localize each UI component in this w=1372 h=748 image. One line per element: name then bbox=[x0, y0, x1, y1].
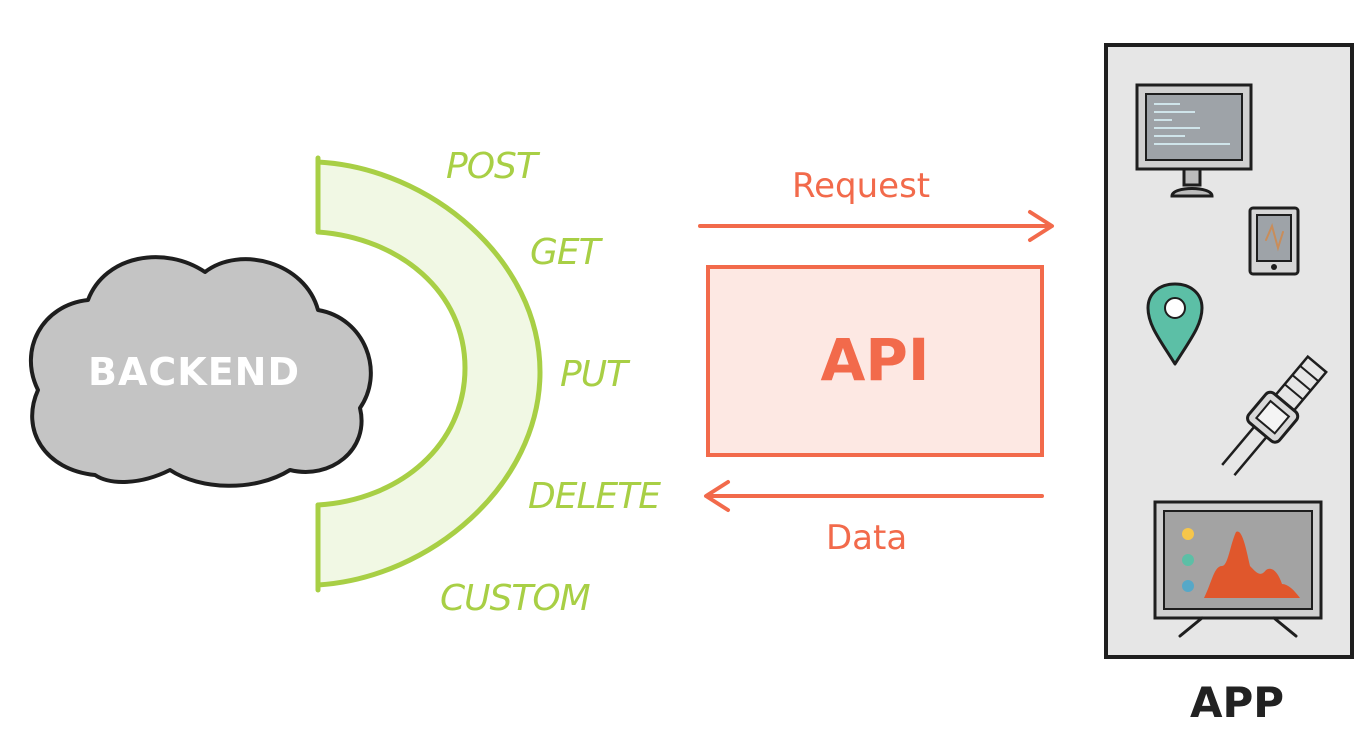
smartwatch-icon bbox=[1221, 354, 1328, 477]
api-label: API bbox=[820, 326, 930, 394]
api-box bbox=[706, 265, 1044, 457]
method-put-label: PUT bbox=[560, 354, 628, 395]
method-custom-label: CUSTOM bbox=[440, 578, 591, 619]
request-label: Request bbox=[792, 166, 931, 206]
location-pin-icon bbox=[1146, 282, 1204, 366]
data-label: Data bbox=[826, 518, 908, 558]
backend-label: BACKEND bbox=[88, 350, 301, 394]
method-delete-label: DELETE bbox=[528, 476, 661, 517]
request-arrow bbox=[698, 210, 1054, 242]
method-post-label: POST bbox=[446, 146, 538, 187]
monitor-icon bbox=[1135, 83, 1253, 198]
method-gateway-shape bbox=[315, 155, 543, 593]
app-label: APP bbox=[1189, 678, 1285, 727]
method-get-label: GET bbox=[530, 232, 601, 273]
data-arrow bbox=[704, 480, 1044, 512]
cloud-icon bbox=[28, 255, 373, 488]
tv-chart-icon bbox=[1153, 500, 1323, 638]
tablet-icon bbox=[1248, 206, 1300, 276]
